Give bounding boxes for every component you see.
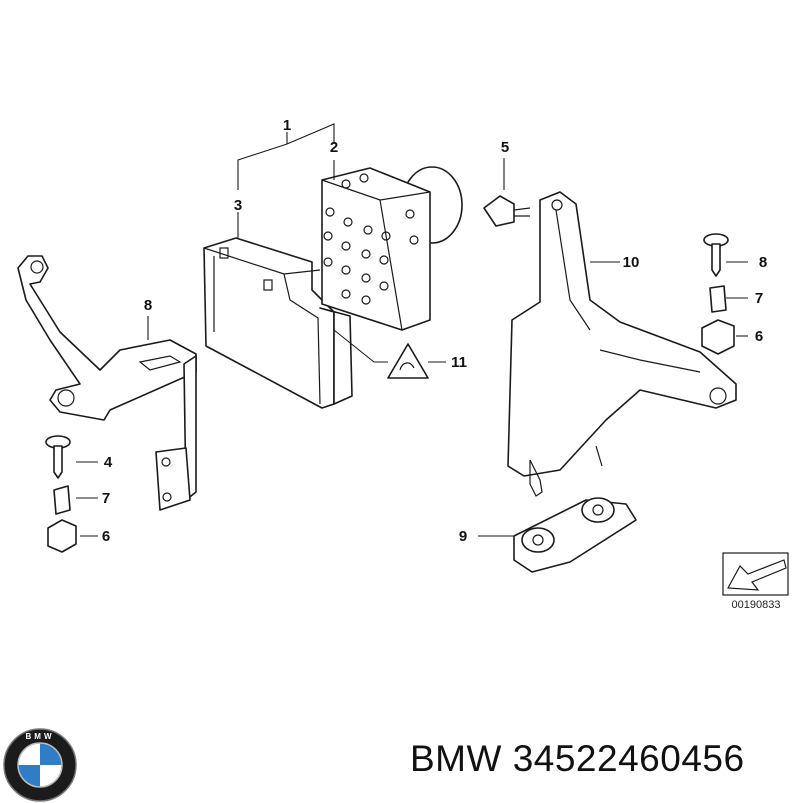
- callout-3: 3: [234, 197, 242, 214]
- part-number-caption: BMW 34522460456: [410, 738, 745, 779]
- rubber-mount: [513, 497, 637, 573]
- callout-11: 11: [451, 354, 467, 371]
- callout-labels: 1 2 3 8 9 6 6 7 7 8 4 5 10 11: [102, 117, 767, 545]
- callout-10: 10: [623, 254, 640, 271]
- callout-8-right: 8: [759, 254, 767, 271]
- callout-6-right: 6: [755, 328, 763, 345]
- callout-4: 8: [144, 297, 152, 314]
- logo-lettering: BMW: [26, 732, 55, 741]
- callout-5: 9: [459, 528, 467, 545]
- warning-label: [387, 343, 429, 379]
- callout-7-left: 7: [102, 490, 110, 507]
- reference-code: 00190833: [732, 599, 781, 611]
- callout-7-right: 7: [755, 290, 763, 307]
- callout-6-left: 6: [102, 528, 110, 545]
- callout-1: 1: [283, 117, 291, 134]
- right-fasteners: [701, 233, 735, 355]
- callout-9: 5: [501, 139, 509, 156]
- right-bracket: [507, 191, 737, 497]
- hydraulic-unit: [321, 166, 463, 331]
- reference-box: 00190833: [722, 552, 789, 611]
- leader-lines: [76, 123, 748, 537]
- callout-8-left: 4: [104, 454, 113, 471]
- callout-2: 2: [330, 139, 338, 156]
- bolt-part-9: [483, 195, 531, 227]
- left-bracket: [17, 255, 197, 511]
- control-module: [203, 237, 353, 409]
- left-fasteners: [45, 435, 77, 553]
- bmw-logo: BMW: [3, 728, 77, 802]
